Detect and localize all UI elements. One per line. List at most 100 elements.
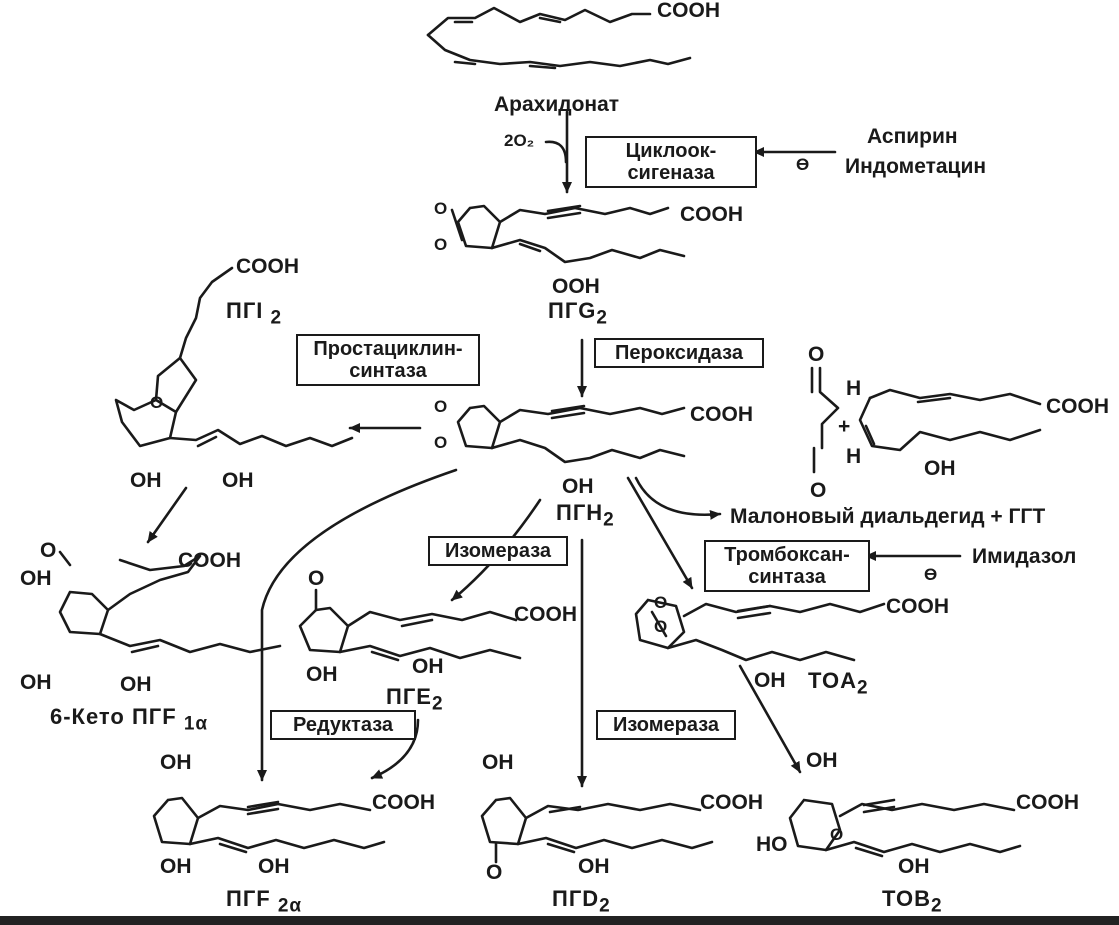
pgf2a-cooh-label: COOH [372,791,435,814]
mda-o-label-2: O [810,479,827,502]
cyclooxygenase-line1: Циклоок- [625,140,717,162]
prostacyclin-line1: Простациклин- [313,338,463,360]
arrow-pge2-to-pgf2a [370,718,420,780]
toa2-name-text: TOA [808,668,858,693]
toa2-oh-label: OH [754,669,786,692]
pgh2-cooh-label: COOH [690,403,753,426]
pge2-o-label: O [308,567,325,590]
malondialdehyde-hht-structure [810,366,1042,474]
toa2-o-label-1: O [654,593,668,612]
cyclooxygenase-enzyme-box: Циклоок- сигеназа [585,136,757,188]
arachidonate-structure [426,6,692,70]
pgh2-o-label-2: O [434,433,448,452]
malondialdehyde-label: Малоновый диальдегид + ГГТ [730,505,1046,528]
keto-pgf1a-structure [58,550,282,654]
pgd2-cooh-label: COOH [700,791,763,814]
pgf2a-oh-label-2: OH [160,855,192,878]
reductase-enzyme-box: Редуктаза [270,710,416,740]
reductase-label: Редуктаза [293,714,393,736]
pge2-oh-label-1: OH [306,663,338,686]
toa2-cooh-label: COOH [886,595,949,618]
pge2-oh-label-2: OH [412,655,444,678]
pgf2a-name-sub: 2α [277,895,303,917]
thromboxane-line2: синтаза [748,566,826,588]
pgd2-oh-label-2: OH [578,855,610,878]
pgh2-o-label-1: O [434,397,448,416]
pgi2-structure [114,266,354,448]
arrow-pgi2-to-keto [146,486,188,544]
thromboxane-line1: Тромбоксан- [724,544,850,566]
pgd2-structure [480,796,714,864]
arrow-pgh2-to-toa2 [626,476,694,590]
pgh2-name-sub: 2 [603,509,615,531]
pgd2-o-label: O [486,861,503,884]
isomerase-e-label: Изомераза [444,540,552,562]
isomerase-d-box: Изомераза [596,710,736,740]
pge2-name-sub: 2 [431,693,444,715]
tob2-name-sub: 2 [931,895,943,917]
pgi2-oh-label-1: OH [130,469,162,492]
toa2-name: TOA2 [808,668,869,699]
pgh2-structure [456,404,686,464]
pgf2a-oh-label-1: OH [160,751,192,774]
pgi2-cooh-label: COOH [236,255,299,278]
pgg2-name: ПГG2 [548,300,608,329]
hht-oh-label: OH [924,457,956,480]
peroxidase-enzyme-box: Пероксидаза [594,338,764,368]
pgg2-name-sub: 2 [596,307,608,329]
pgg2-structure [450,204,686,264]
bottom-border [0,916,1119,925]
pge2-name-text: ПГE [386,684,432,709]
prostacyclin-synthase-box: Простациклин- синтаза [296,334,480,386]
pgf2a-name-text: ПГF [226,886,271,911]
aspirin-label: Аспирин [867,125,958,148]
pgd2-name: ПГD2 [552,886,611,917]
pgi2-ring-o-label: O [150,393,164,412]
imidazole-label: Имидазол [972,545,1077,568]
prostacyclin-line2: синтаза [349,360,427,382]
cyclooxygenase-line2: сигеназа [627,162,715,184]
keto-pgf1a-sub: 1α [183,713,209,735]
pge2-cooh-label: COOH [514,603,577,626]
arachidonate-label: Арахидонат [494,93,620,116]
pgh2-name: ПГH2 [556,502,615,531]
pgd2-oh-label-1: OH [482,751,514,774]
toa2-name-sub: 2 [857,677,869,699]
tob2-oh-label-1: OH [806,749,838,772]
pgi2-oh-label-2: OH [222,469,254,492]
mda-h-label-1: H [846,377,862,400]
isomerase-e-box: Изомераза [428,536,568,566]
arrow-o2-input [544,140,568,164]
tob2-ring-o-label: O [830,825,844,844]
imidazole-inhibit-sign: ϴ [924,565,938,584]
pgd2-name-sub: 2 [599,895,611,917]
indomethacin-label: Индометацин [845,155,987,178]
arachidonate-cooh-label: COOH [657,0,720,22]
pgf2a-structure [152,796,386,854]
peroxidase-label: Пероксидаза [615,342,743,364]
mda-o-label-1: O [808,343,825,366]
keto-o-label: O [40,539,57,562]
tob2-structure [788,798,1022,858]
pgf2a-name: ПГF 2α [226,886,303,917]
pgd2-name-text: ПГD [552,886,600,911]
keto-pgf1a-text: 6-Кето ПГF [50,704,177,729]
tob2-name: TOB2 [882,886,943,917]
tob2-cooh-label: COOH [1016,791,1079,814]
toa2-o-label-2: O [654,617,668,636]
oxygen-label: 2O₂ [504,131,535,150]
pgg2-cooh-label: COOH [680,203,743,226]
pgi2-name-text: ПГI [226,298,264,323]
isomerase-d-label: Изомераза [612,714,720,736]
hht-cooh-label: COOH [1046,395,1109,418]
mda-h-label-2: H [846,445,862,468]
tob2-oh-label-2: OH [898,855,930,878]
pgg2-ooh-label: OOH [552,275,600,298]
tob2-name-text: TOB [882,886,932,911]
pgh2-oh-label: OH [562,475,594,498]
pge2-structure [298,588,522,662]
keto-oh-label-1: OH [20,567,52,590]
mda-plus-label: + [838,415,851,438]
pgf2a-oh-label-3: OH [258,855,290,878]
arrow-pgh2-to-mda [634,476,722,520]
